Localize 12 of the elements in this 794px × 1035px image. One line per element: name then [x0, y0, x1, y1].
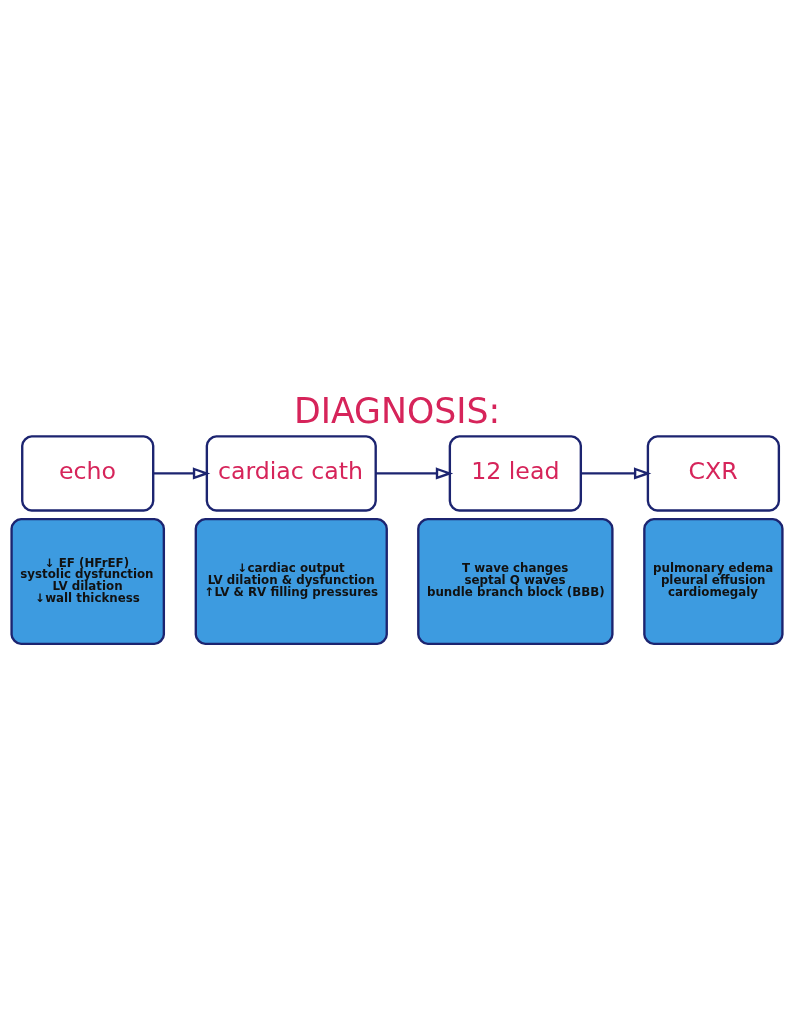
node-box: T wave changes septal Q waves bundle branch block (BBB) — [417, 517, 614, 645]
node-box: cardiac cath — [205, 434, 377, 512]
arrow — [581, 466, 652, 479]
node-box: 12 lead — [448, 434, 582, 512]
node-box: ↓ EF (HFrEF) systolic dysfunction LV dilation ↓wall thickness — [10, 517, 166, 645]
node-box: CXR — [646, 434, 781, 512]
node-box: pulmonary edema pleural effusion cardiomegaly — [643, 517, 784, 645]
node-box: ↓cardiac output LV dilation & dysfunction ↑LV & RV filling pressures — [194, 517, 388, 645]
node-box: echo — [21, 434, 155, 512]
arrow — [375, 466, 454, 479]
arrow — [153, 466, 211, 479]
diagram-title: DIAGNOSIS: — [294, 390, 501, 431]
